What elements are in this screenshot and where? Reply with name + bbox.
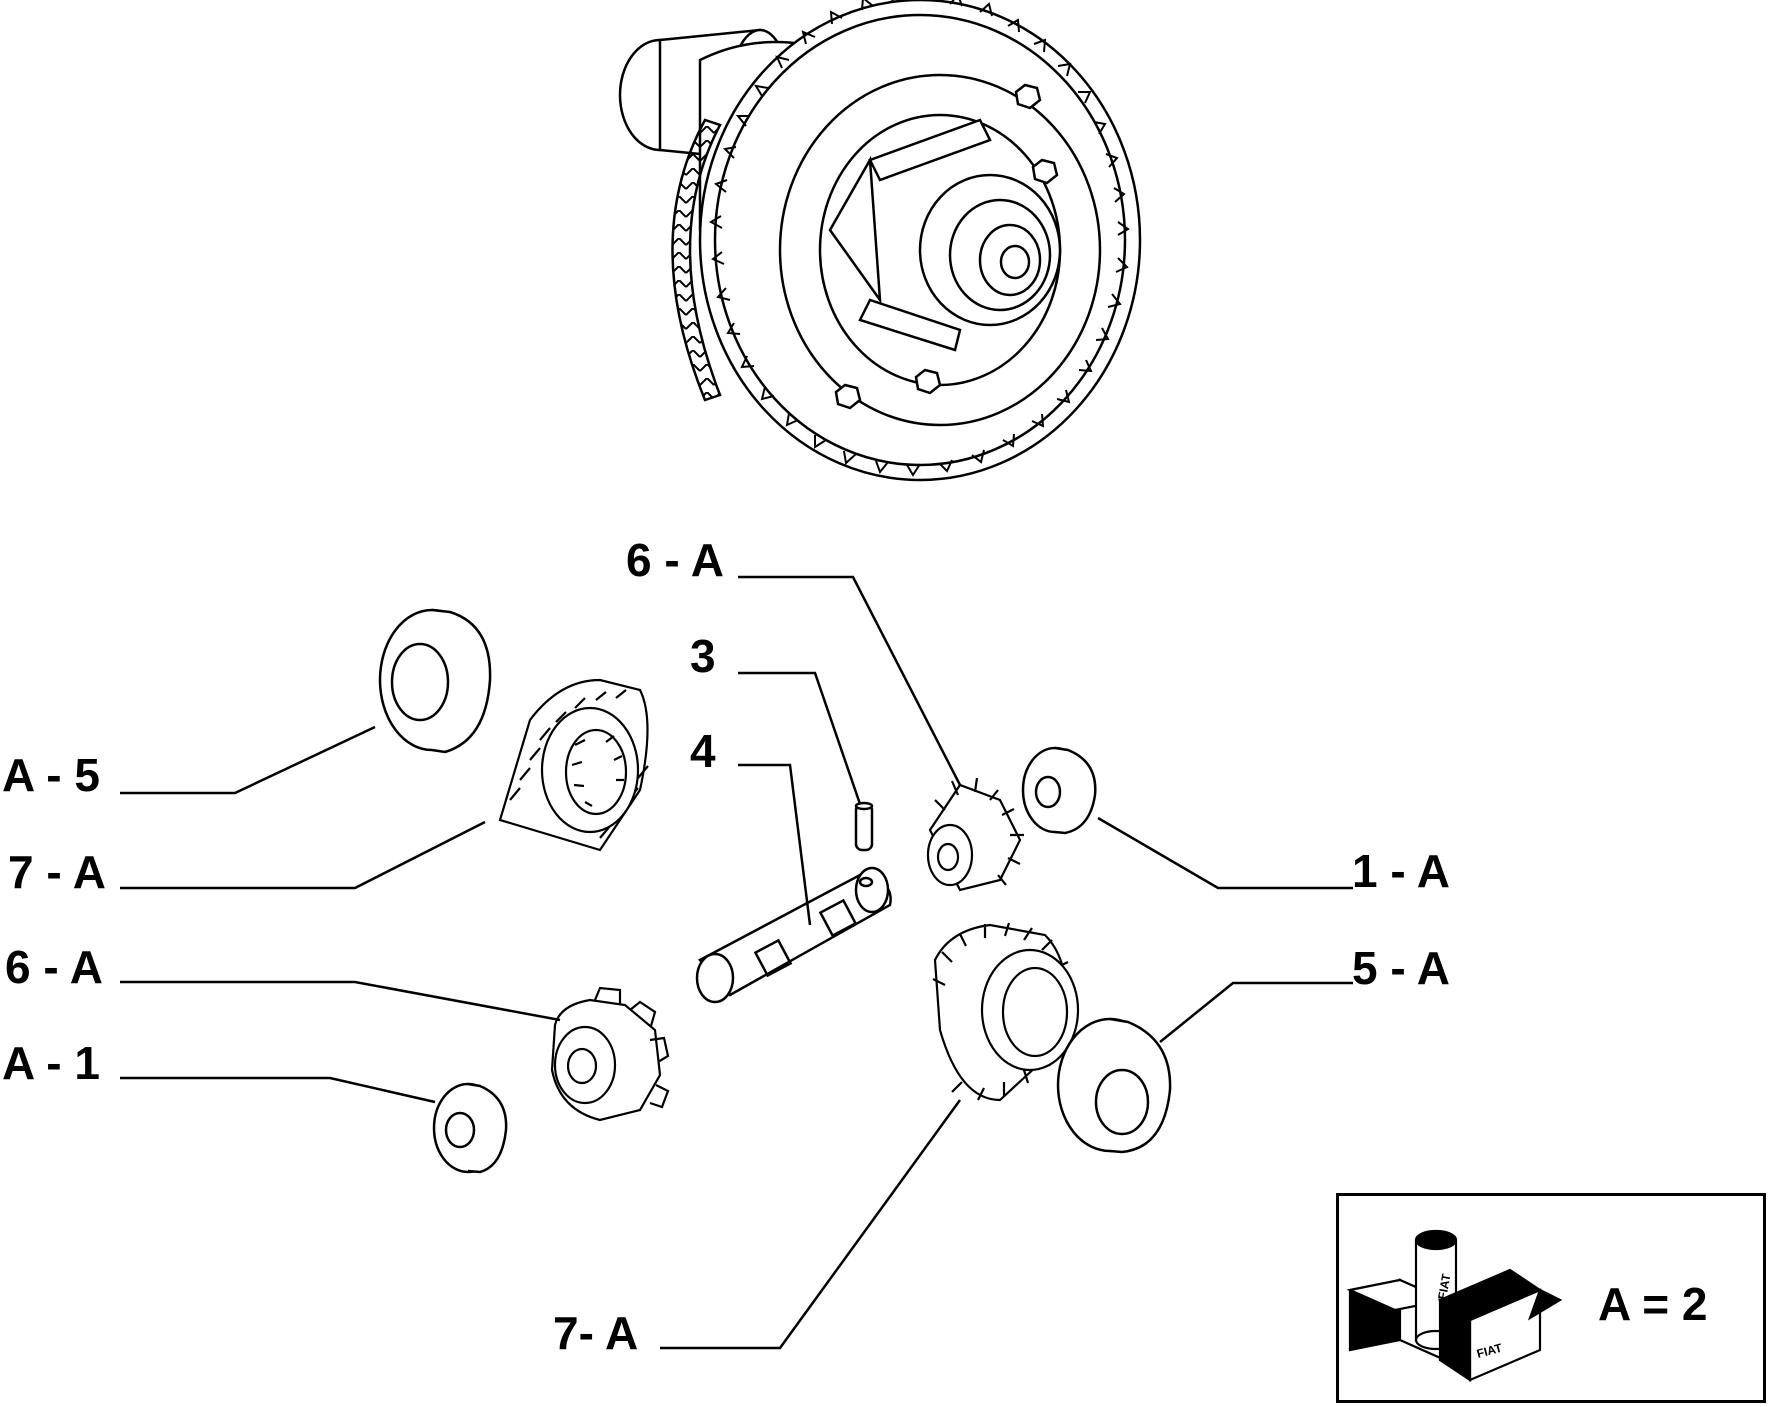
leader-a5 — [120, 725, 376, 795]
pin-part-3 — [854, 801, 874, 852]
leader-4 — [738, 763, 812, 926]
leader-1a — [1097, 816, 1353, 890]
kit-parts-icon — [1346, 1229, 1563, 1383]
leader-6a-top — [738, 575, 962, 786]
leader-a1 — [120, 1076, 436, 1104]
callout-4: 4 — [690, 725, 716, 777]
leader-lines — [120, 575, 1353, 1350]
pinion-gear-upper — [926, 777, 1024, 892]
svg-text:FIAT: FIAT — [1435, 1272, 1453, 1300]
side-gear-right — [932, 922, 1080, 1102]
thrust-washer-large-right — [1056, 1017, 1172, 1154]
thrust-washer-small-left — [432, 1082, 508, 1174]
leader-3 — [738, 671, 862, 805]
pinion-shaft-part-4 — [695, 866, 892, 1004]
callout-a1: A - 1 — [2, 1037, 100, 1089]
callout-7a-bottom: 7- A — [553, 1307, 639, 1359]
differential-assembly — [618, 0, 1142, 482]
callout-6a-left: 6 - A — [5, 941, 103, 993]
callout-5a: 5 - A — [1352, 942, 1450, 994]
leader-6a-left — [120, 980, 561, 1022]
thrust-washer-large-left — [378, 608, 492, 754]
callout-7a-left: 7 - A — [8, 846, 106, 898]
leader-5a — [1159, 981, 1353, 1043]
kit-legend-box — [1336, 1193, 1766, 1403]
kit-quantity-formula: A = 2 — [1598, 1278, 1708, 1330]
thrust-washer-small-right — [1021, 746, 1097, 835]
leader-7a-bottom — [660, 1099, 962, 1350]
callout-6a-top: 6 - A — [626, 534, 724, 586]
callout-a5: A - 5 — [2, 749, 100, 801]
side-gear-left — [498, 678, 649, 852]
leader-7a-left — [120, 820, 486, 890]
pinion-gear-lower-left — [550, 986, 670, 1122]
callout-3: 3 — [690, 630, 716, 682]
svg-text:FIAT: FIAT — [1475, 1341, 1504, 1361]
callout-1a: 1 - A — [1352, 845, 1450, 897]
